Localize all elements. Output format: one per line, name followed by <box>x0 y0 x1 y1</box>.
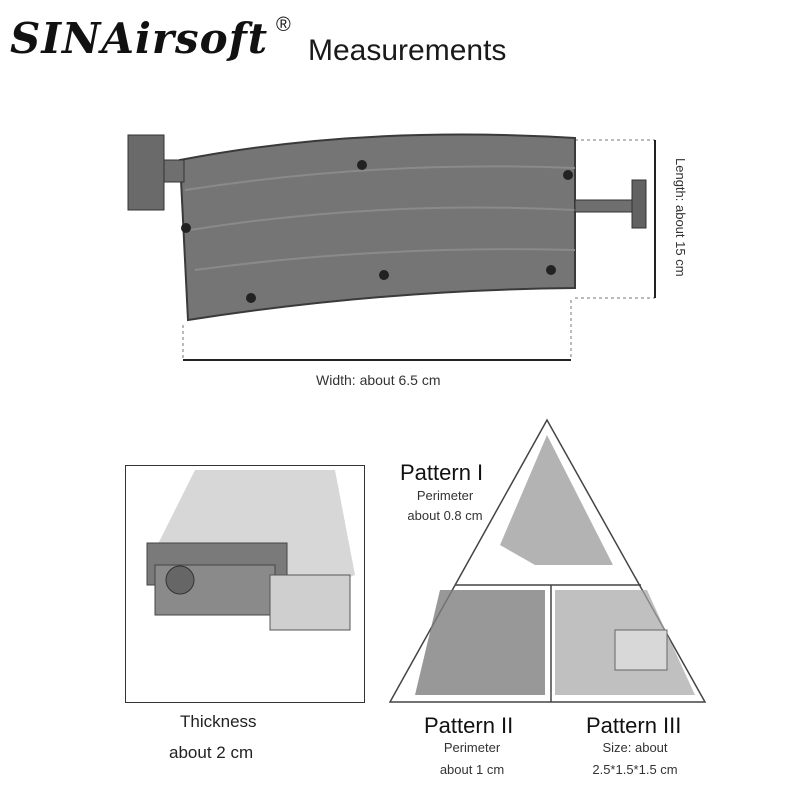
pattern-1-name: Pattern I <box>400 460 484 485</box>
registered-mark: ® <box>276 14 291 36</box>
pattern-2-name: Pattern II <box>424 713 514 738</box>
thickness-value: about 2 cm <box>169 743 254 762</box>
pattern-triangle <box>388 418 707 703</box>
length-label: Length: about 15 cm <box>673 158 688 277</box>
pattern-3-name: Pattern III <box>586 713 682 738</box>
page-title: Measurements <box>308 34 507 67</box>
thickness-label: Thickness <box>180 712 257 731</box>
product-top-view <box>127 133 656 361</box>
pattern-1-desc1: Perimeter <box>416 488 474 503</box>
width-label: Width: about 6.5 cm <box>316 372 441 388</box>
thickness-photo <box>125 465 365 703</box>
pattern-3-desc2: 2.5*1.5*1.5 cm <box>592 762 678 777</box>
pattern-2-desc2: about 1 cm <box>439 762 505 777</box>
pattern-2-desc1: Perimeter <box>443 740 501 755</box>
pattern-3-desc1: Size: about <box>602 740 668 755</box>
brand-logo: SINAirsoft <box>10 14 269 63</box>
pattern-1-desc2: about 0.8 cm <box>407 508 483 523</box>
